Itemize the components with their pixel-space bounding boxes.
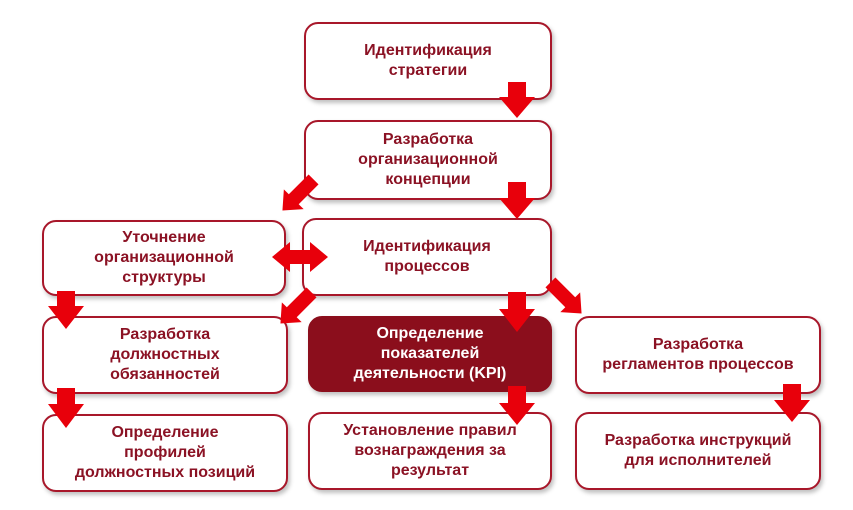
box-reward-rules-label: Установление правил вознаграждения за ре… bbox=[343, 422, 517, 479]
box-profiles: Определение профилей должностных позиций bbox=[42, 414, 288, 492]
box-regulations: Разработка регламентов процессов bbox=[575, 316, 821, 394]
box-duties-label: Разработка должностных обязанностей bbox=[110, 326, 220, 383]
box-org-structure: Уточнение организационной структуры bbox=[42, 220, 286, 296]
box-org-structure-label: Уточнение организационной структуры bbox=[94, 229, 234, 286]
box-strategy: Идентификация стратегии bbox=[304, 22, 552, 100]
box-strategy-label: Идентификация стратегии bbox=[364, 42, 492, 79]
box-kpi: Определение показателей деятельности (KP… bbox=[308, 316, 552, 392]
box-duties: Разработка должностных обязанностей bbox=[42, 316, 288, 394]
box-processes-label: Идентификация процессов bbox=[363, 238, 491, 275]
box-org-concept: Разработка организационной концепции bbox=[304, 120, 552, 200]
box-kpi-label: Определение показателей деятельности (KP… bbox=[353, 325, 507, 382]
box-reward-rules: Установление правил вознаграждения за ре… bbox=[308, 412, 552, 490]
box-profiles-label: Определение профилей должностных позиций bbox=[74, 424, 256, 481]
box-instructions: Разработка инструкций для исполнителей bbox=[575, 412, 821, 490]
box-instructions-label: Разработка инструкций для исполнителей bbox=[604, 432, 792, 469]
box-org-concept-label: Разработка организационной концепции bbox=[358, 131, 498, 188]
box-processes: Идентификация процессов bbox=[302, 218, 552, 296]
box-regulations-label: Разработка регламентов процессов bbox=[602, 336, 794, 373]
